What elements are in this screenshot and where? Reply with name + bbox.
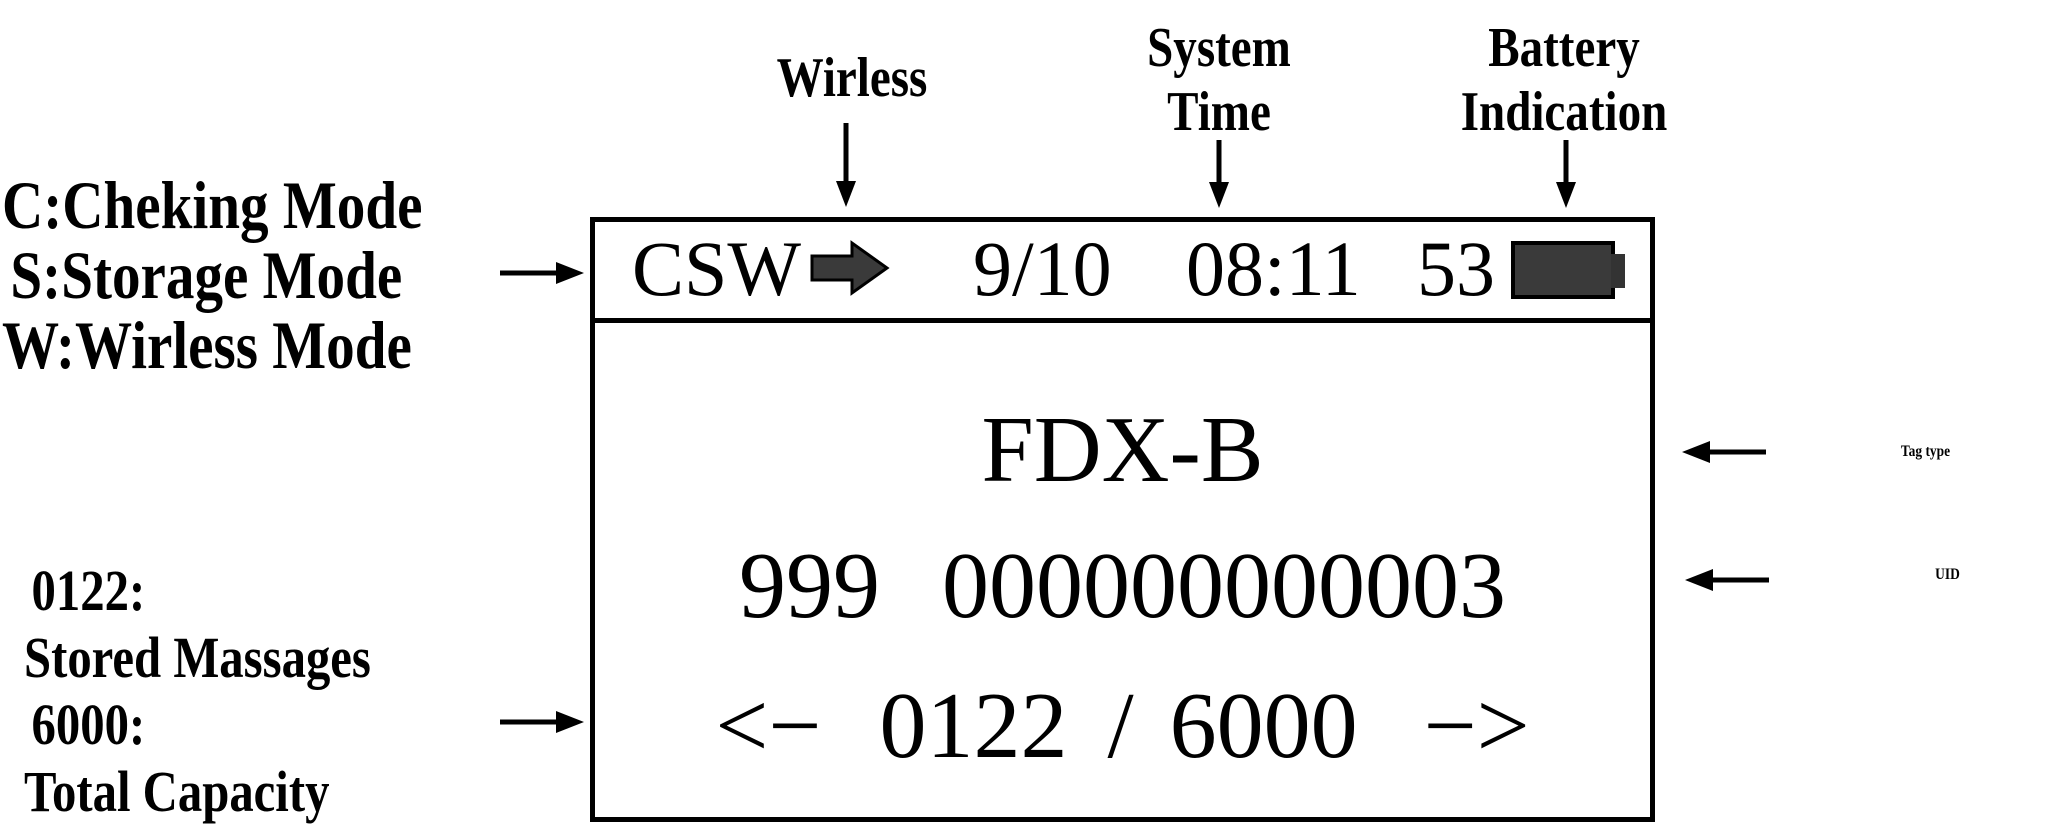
battery-line1: Battery: [1488, 17, 1640, 79]
storage-legend: 0122: Stored Massages 6000: Total Capaci…: [24, 557, 371, 825]
battery-icon: [1511, 241, 1625, 299]
arrow-right-icon: [500, 711, 584, 733]
system-date: 9/10: [973, 225, 1112, 312]
uid-country-code: 999: [739, 534, 880, 638]
stored-messages-count: 0122: [879, 674, 1068, 778]
next-arrow: −>: [1423, 674, 1530, 778]
tag-type-annotation-label: Tag type: [1900, 443, 1951, 460]
arrow-left-icon: [1685, 569, 1769, 591]
counter-separator: /: [1107, 674, 1134, 778]
system-time-line1: System: [1147, 17, 1291, 79]
mode-legend-wireless: W:Wirless Mode: [2, 307, 412, 383]
arrow-down-icon: [1556, 140, 1576, 208]
battery-terminal: [1611, 254, 1625, 288]
uid-row: 999 000000000003: [595, 539, 1650, 633]
mode-legend-checking: C:Cheking Mode: [2, 167, 423, 243]
uid-annotation-label: UID: [1935, 566, 1960, 583]
wireless-annotation-label: Wirless: [776, 47, 928, 109]
storage-legend-count: 0122:: [31, 558, 146, 623]
status-bar: CSW 9/10 08:11 53: [595, 222, 1650, 323]
system-time: 08:11: [1186, 225, 1361, 312]
battery-percent: 53: [1417, 225, 1495, 312]
tag-type-value: FDX-B: [981, 398, 1264, 502]
battery-line2: Indication: [1460, 81, 1668, 143]
prev-arrow: <−: [715, 674, 822, 778]
system-time-line2: Time: [1167, 81, 1271, 143]
arrow-down-icon: [836, 123, 856, 207]
mode-legend: C:Cheking Mode S:Storage Mode W:Wirless …: [2, 170, 422, 380]
arrow-down-icon: [1209, 140, 1229, 208]
mode-flags: CSW: [632, 225, 802, 312]
storage-legend-capacity: 6000:: [31, 692, 146, 757]
wireless-block-arrow-icon: [810, 240, 890, 296]
battery-annotation-label: Battery Indication: [1451, 16, 1678, 144]
message-counter-row: <− 0122 / 6000 −>: [595, 679, 1650, 773]
tag-type-row: FDX-B: [595, 403, 1650, 497]
arrow-left-icon: [1682, 441, 1766, 463]
arrow-right-icon: [500, 262, 584, 284]
device-screen: CSW 9/10 08:11 53 FDX-B 999 000000000003…: [590, 217, 1655, 822]
mode-legend-storage: S:Storage Mode: [10, 237, 403, 313]
total-capacity-count: 6000: [1169, 674, 1358, 778]
uid-national-code: 000000000003: [942, 534, 1506, 638]
storage-legend-capacity-label: Total Capacity: [24, 759, 330, 824]
storage-legend-stored-label: Stored Massages: [24, 625, 371, 690]
system-time-annotation-label: System Time: [1110, 16, 1328, 144]
